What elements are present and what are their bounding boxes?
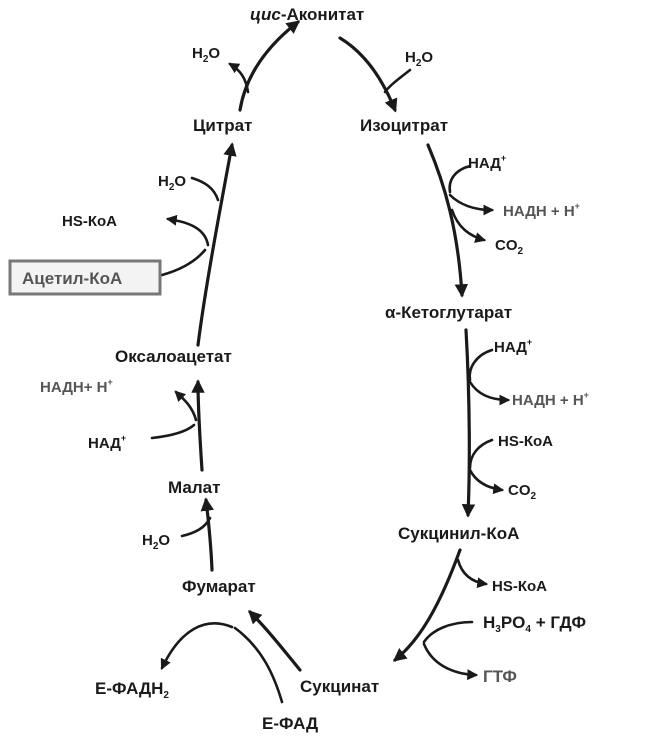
label-h2o-1: H2O xyxy=(192,45,220,65)
arrow-co2-out-2 xyxy=(468,468,505,495)
label-oxaloacetate: Оксалоацетат xyxy=(115,347,232,366)
arrow-h2o-in-citrate xyxy=(190,176,220,202)
arrow-nadh-out-3 xyxy=(174,390,198,422)
label-succinyl-coa: Сукцинил-КоА xyxy=(398,524,519,543)
label-efad: Е-ФАД xyxy=(262,714,318,733)
label-nad-3: НАД+ xyxy=(88,433,126,452)
label-nadh-1: НАДН + Н+ xyxy=(503,201,580,220)
arrow-isocitrate-to-akg xyxy=(426,143,469,298)
label-succinate: Сукцинат xyxy=(300,677,379,696)
arrow-nadh-out-2 xyxy=(468,380,511,406)
label-cis-aconitate: цис-Аконитат xyxy=(250,5,364,24)
arrow-fumarate-to-malate xyxy=(200,497,214,572)
label-nad-1: НАД+ xyxy=(468,153,506,172)
arrow-h2o-in-2 xyxy=(383,68,412,94)
arrow-nadh-out-1 xyxy=(448,193,495,216)
arrow-nad-in-1 xyxy=(448,164,472,194)
arrow-co2-out-1 xyxy=(450,208,487,243)
label-gtp: ГТФ xyxy=(483,667,517,686)
label-nadh-2: НАДН + Н+ xyxy=(512,390,589,409)
label-acetyl-coa: Ацетил-КоА xyxy=(22,269,122,288)
arrow-hscoa-out-1 xyxy=(165,214,210,247)
arrow-h3po4-gdp-in xyxy=(422,620,474,644)
label-h2o-2: H2O xyxy=(405,49,433,69)
label-nad-2: НАД+ xyxy=(494,337,532,356)
label-malate: Малат xyxy=(168,478,220,497)
arrow-citrate-to-aconitate xyxy=(238,20,301,112)
arrow-nad-in-3 xyxy=(150,423,196,440)
label-co2-2: CO2 xyxy=(508,482,537,502)
arrow-aconitate-to-isocitrate xyxy=(338,36,398,113)
acetyl-coa-box xyxy=(8,259,162,296)
label-alpha-ketoglutarate: α-Кетоглутарат xyxy=(385,303,512,322)
arrow-efad-in xyxy=(233,626,284,704)
arrow-akg-to-succinylcoa xyxy=(461,328,476,518)
label-isocitrate: Изоцитрат xyxy=(360,116,448,135)
label-efadh2: Е-ФАДН2 xyxy=(95,679,169,701)
arrow-h2o-in-fumarate xyxy=(180,516,212,538)
label-h2o-3: H2O xyxy=(158,173,186,193)
arrow-gtp-out xyxy=(422,642,479,681)
arrow-succinylcoa-to-succinate xyxy=(392,548,462,662)
label-hscoa-2: HS-КоА xyxy=(498,433,553,450)
arrow-oxaloacetate-to-citrate xyxy=(196,142,237,347)
arrow-malate-to-oxaloacetate xyxy=(191,379,205,472)
label-h3po4-gdp: H3PO4 + ГДФ xyxy=(483,613,586,635)
label-fumarate: Фумарат xyxy=(182,577,256,596)
label-nadh-3: НАДН+ Н+ xyxy=(40,377,113,396)
label-co2-1: CO2 xyxy=(495,237,524,257)
arrow-nad-in-2 xyxy=(468,348,494,382)
arrow-acetylcoa-in xyxy=(160,248,207,277)
label-h2o-4: H2O xyxy=(142,532,170,552)
label-hscoa-3: HS-КоА xyxy=(492,578,547,595)
arrow-h2o-release-1 xyxy=(228,62,250,94)
arrow-efadh2-out xyxy=(160,622,234,670)
label-citrate: Цитрат xyxy=(193,116,252,135)
arrow-succinate-to-fumarate xyxy=(248,610,302,672)
arrow-hscoa-out-3 xyxy=(456,558,489,589)
label-hscoa-1: HS-КоА xyxy=(62,213,117,230)
arrow-hscoa-in-2 xyxy=(468,438,494,470)
